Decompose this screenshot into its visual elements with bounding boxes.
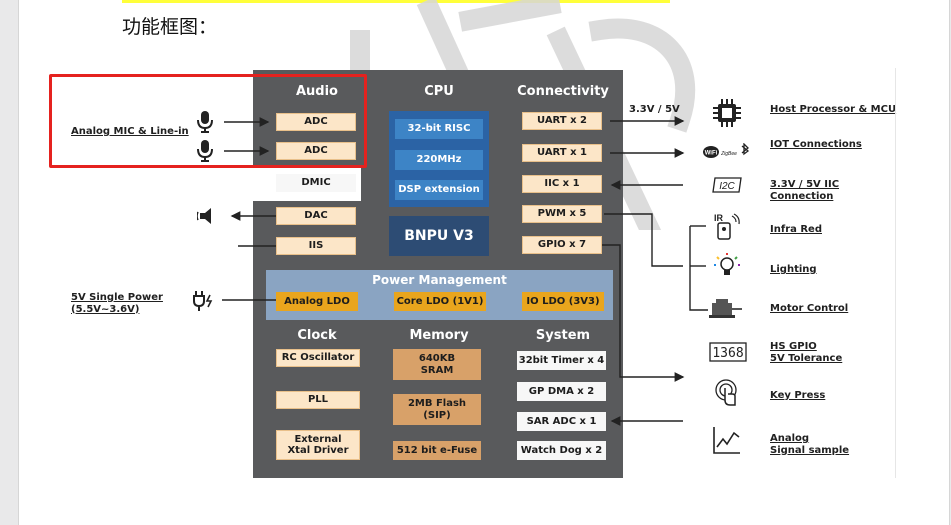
- conn-gpio: GPIO x 7: [522, 236, 602, 254]
- section-system: System: [535, 328, 591, 343]
- zigbee-text: ZigBee: [720, 151, 737, 157]
- label-voltage: 3.3V / 5V: [629, 104, 680, 115]
- memory-sram: 640KB SRAM: [393, 349, 481, 380]
- section-power: Power Management: [372, 273, 507, 287]
- audio-adc-1: ADC: [276, 113, 356, 131]
- speaker-icon: [196, 207, 217, 230]
- microphone-icon: [196, 139, 214, 168]
- label-motor-control: Motor Control: [770, 303, 849, 314]
- label-iot: IOT Connections: [770, 139, 862, 150]
- power-core-ldo: Core LDO (1V1): [394, 292, 486, 311]
- display-text: 1368: [712, 346, 743, 361]
- board-notch: [253, 168, 273, 201]
- label-analog-signal: Analog Signal sample: [770, 433, 850, 456]
- ir-text: IR: [714, 213, 724, 223]
- digital-display-icon: 1368: [709, 342, 747, 367]
- system-sar-adc: SAR ADC x 1: [517, 412, 606, 431]
- label-analog-mic: Analog MIC & Line-in: [71, 126, 189, 137]
- annotation-highlight-box: [49, 74, 367, 168]
- section-cpu: CPU: [424, 84, 454, 99]
- conn-pwm: PWM x 5: [522, 205, 602, 223]
- light-bulb-icon: [712, 252, 742, 287]
- audio-iis: IIS: [276, 237, 356, 255]
- wifi-text: WiFi: [705, 151, 718, 157]
- clock-xtal-driver: External Xtal Driver: [276, 430, 360, 460]
- i2c-icon: I2C: [711, 176, 743, 199]
- page-heading: 功能框图：: [122, 16, 218, 38]
- microphone-icon: [196, 110, 214, 139]
- label-power-input: 5V Single Power (5.5V~3.6V): [71, 292, 163, 315]
- conn-iic: IIC x 1: [522, 175, 602, 193]
- memory-efuse: 512 bit e-Fuse: [393, 441, 481, 460]
- audio-dmic: DMIC: [276, 174, 356, 192]
- motor-icon: [708, 297, 744, 324]
- conn-uart-2: UART x 2: [522, 112, 602, 130]
- figure-edge: [895, 68, 896, 478]
- power-plug-icon: [192, 287, 218, 318]
- signal-graph-icon: [712, 425, 742, 460]
- audio-dac: DAC: [276, 207, 356, 225]
- power-io-ldo: IO LDO (3V3): [522, 292, 604, 311]
- i2c-text: I2C: [719, 181, 735, 192]
- npu-block: BNPU V3: [389, 216, 489, 256]
- conn-uart-1: UART x 1: [522, 144, 602, 162]
- section-audio: Audio: [295, 84, 338, 99]
- text-highlight: [122, 0, 670, 3]
- cpu-clock: 220MHz: [395, 150, 483, 170]
- label-key-press: Key Press: [770, 390, 826, 401]
- label-lighting: Lighting: [770, 264, 817, 275]
- section-memory: Memory: [409, 328, 469, 343]
- clock-pll: PLL: [276, 391, 360, 409]
- audio-adc-2: ADC: [276, 142, 356, 160]
- section-clock: Clock: [297, 328, 337, 343]
- touch-press-icon: [713, 378, 741, 413]
- label-iic-connection: 3.3V / 5V IIC Connection: [770, 179, 840, 202]
- system-dma: GP DMA x 2: [517, 382, 606, 401]
- label-host-processor: Host Processor & MCU: [770, 104, 897, 115]
- memory-flash: 2MB Flash (SIP): [393, 394, 481, 425]
- processor-chip-icon: [712, 98, 742, 133]
- label-hs-gpio: HS GPIO 5V Tolerance: [770, 341, 843, 364]
- power-analog-ldo: Analog LDO: [276, 292, 358, 311]
- section-connectivity: Connectivity: [517, 84, 609, 99]
- system-timer: 32bit Timer x 4: [517, 351, 606, 370]
- infrared-remote-icon: IR: [712, 212, 742, 245]
- system-watchdog: Watch Dog x 2: [517, 441, 606, 460]
- label-infra-red: Infra Red: [770, 224, 822, 235]
- cpu-dsp: DSP extension: [395, 180, 483, 200]
- clock-rc-oscillator: RC Oscillator: [276, 349, 360, 367]
- cpu-risc: 32-bit RISC: [395, 119, 483, 139]
